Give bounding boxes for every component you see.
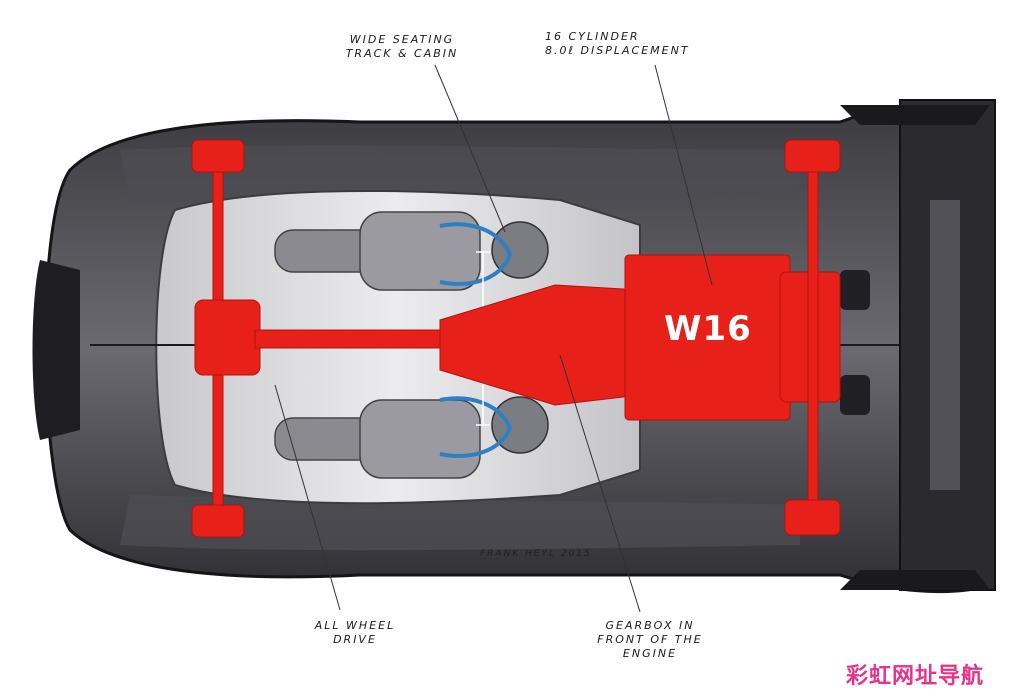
cylinder-leader	[654, 64, 713, 286]
artist-signature: FRANK HEYL 2015	[480, 549, 592, 559]
leader-lines	[274, 64, 713, 613]
awd-label-line2: DRIVE	[333, 633, 377, 646]
drivetrain	[191, 139, 841, 538]
passenger-figure	[274, 396, 549, 479]
watermark: 彩虹网址导航	[846, 664, 985, 689]
awd-label-line1: ALL WHEEL	[314, 619, 396, 632]
rear-axle	[807, 149, 819, 531]
rear-left-hub	[784, 139, 841, 173]
front-differential	[194, 299, 261, 376]
gearbox-label: GEARBOX IN FRONT OF THE ENGINE	[580, 619, 720, 661]
gearbox-label-line1: GEARBOX IN	[605, 619, 695, 632]
front-right-hub	[191, 504, 245, 538]
cylinder-label-line2: 8.0ℓ DISPLACEMENT	[545, 44, 690, 57]
gearbox-label-line3: ENGINE	[622, 647, 678, 660]
awd-leader	[274, 384, 341, 611]
seating-label: WIDE SEATING TRACK & CABIN	[322, 33, 482, 61]
rear-right-hub	[784, 499, 841, 536]
awd-label: ALL WHEEL DRIVE	[295, 619, 415, 647]
cylinder-label-line1: 16 CYLINDER	[545, 30, 640, 43]
gearbox-label-line2: FRONT OF THE	[597, 633, 703, 646]
prop-shaft	[254, 329, 456, 349]
driver-figure	[274, 211, 549, 291]
seating-label-line2: TRACK & CABIN	[345, 47, 459, 60]
seating-label-line1: WIDE SEATING	[349, 33, 455, 46]
engine-label: W16	[664, 309, 752, 349]
gearbox-leader	[559, 354, 641, 613]
seating-leader	[434, 64, 506, 233]
front-left-hub	[191, 139, 245, 173]
cylinder-label: 16 CYLINDER 8.0ℓ DISPLACEMENT	[545, 30, 775, 58]
